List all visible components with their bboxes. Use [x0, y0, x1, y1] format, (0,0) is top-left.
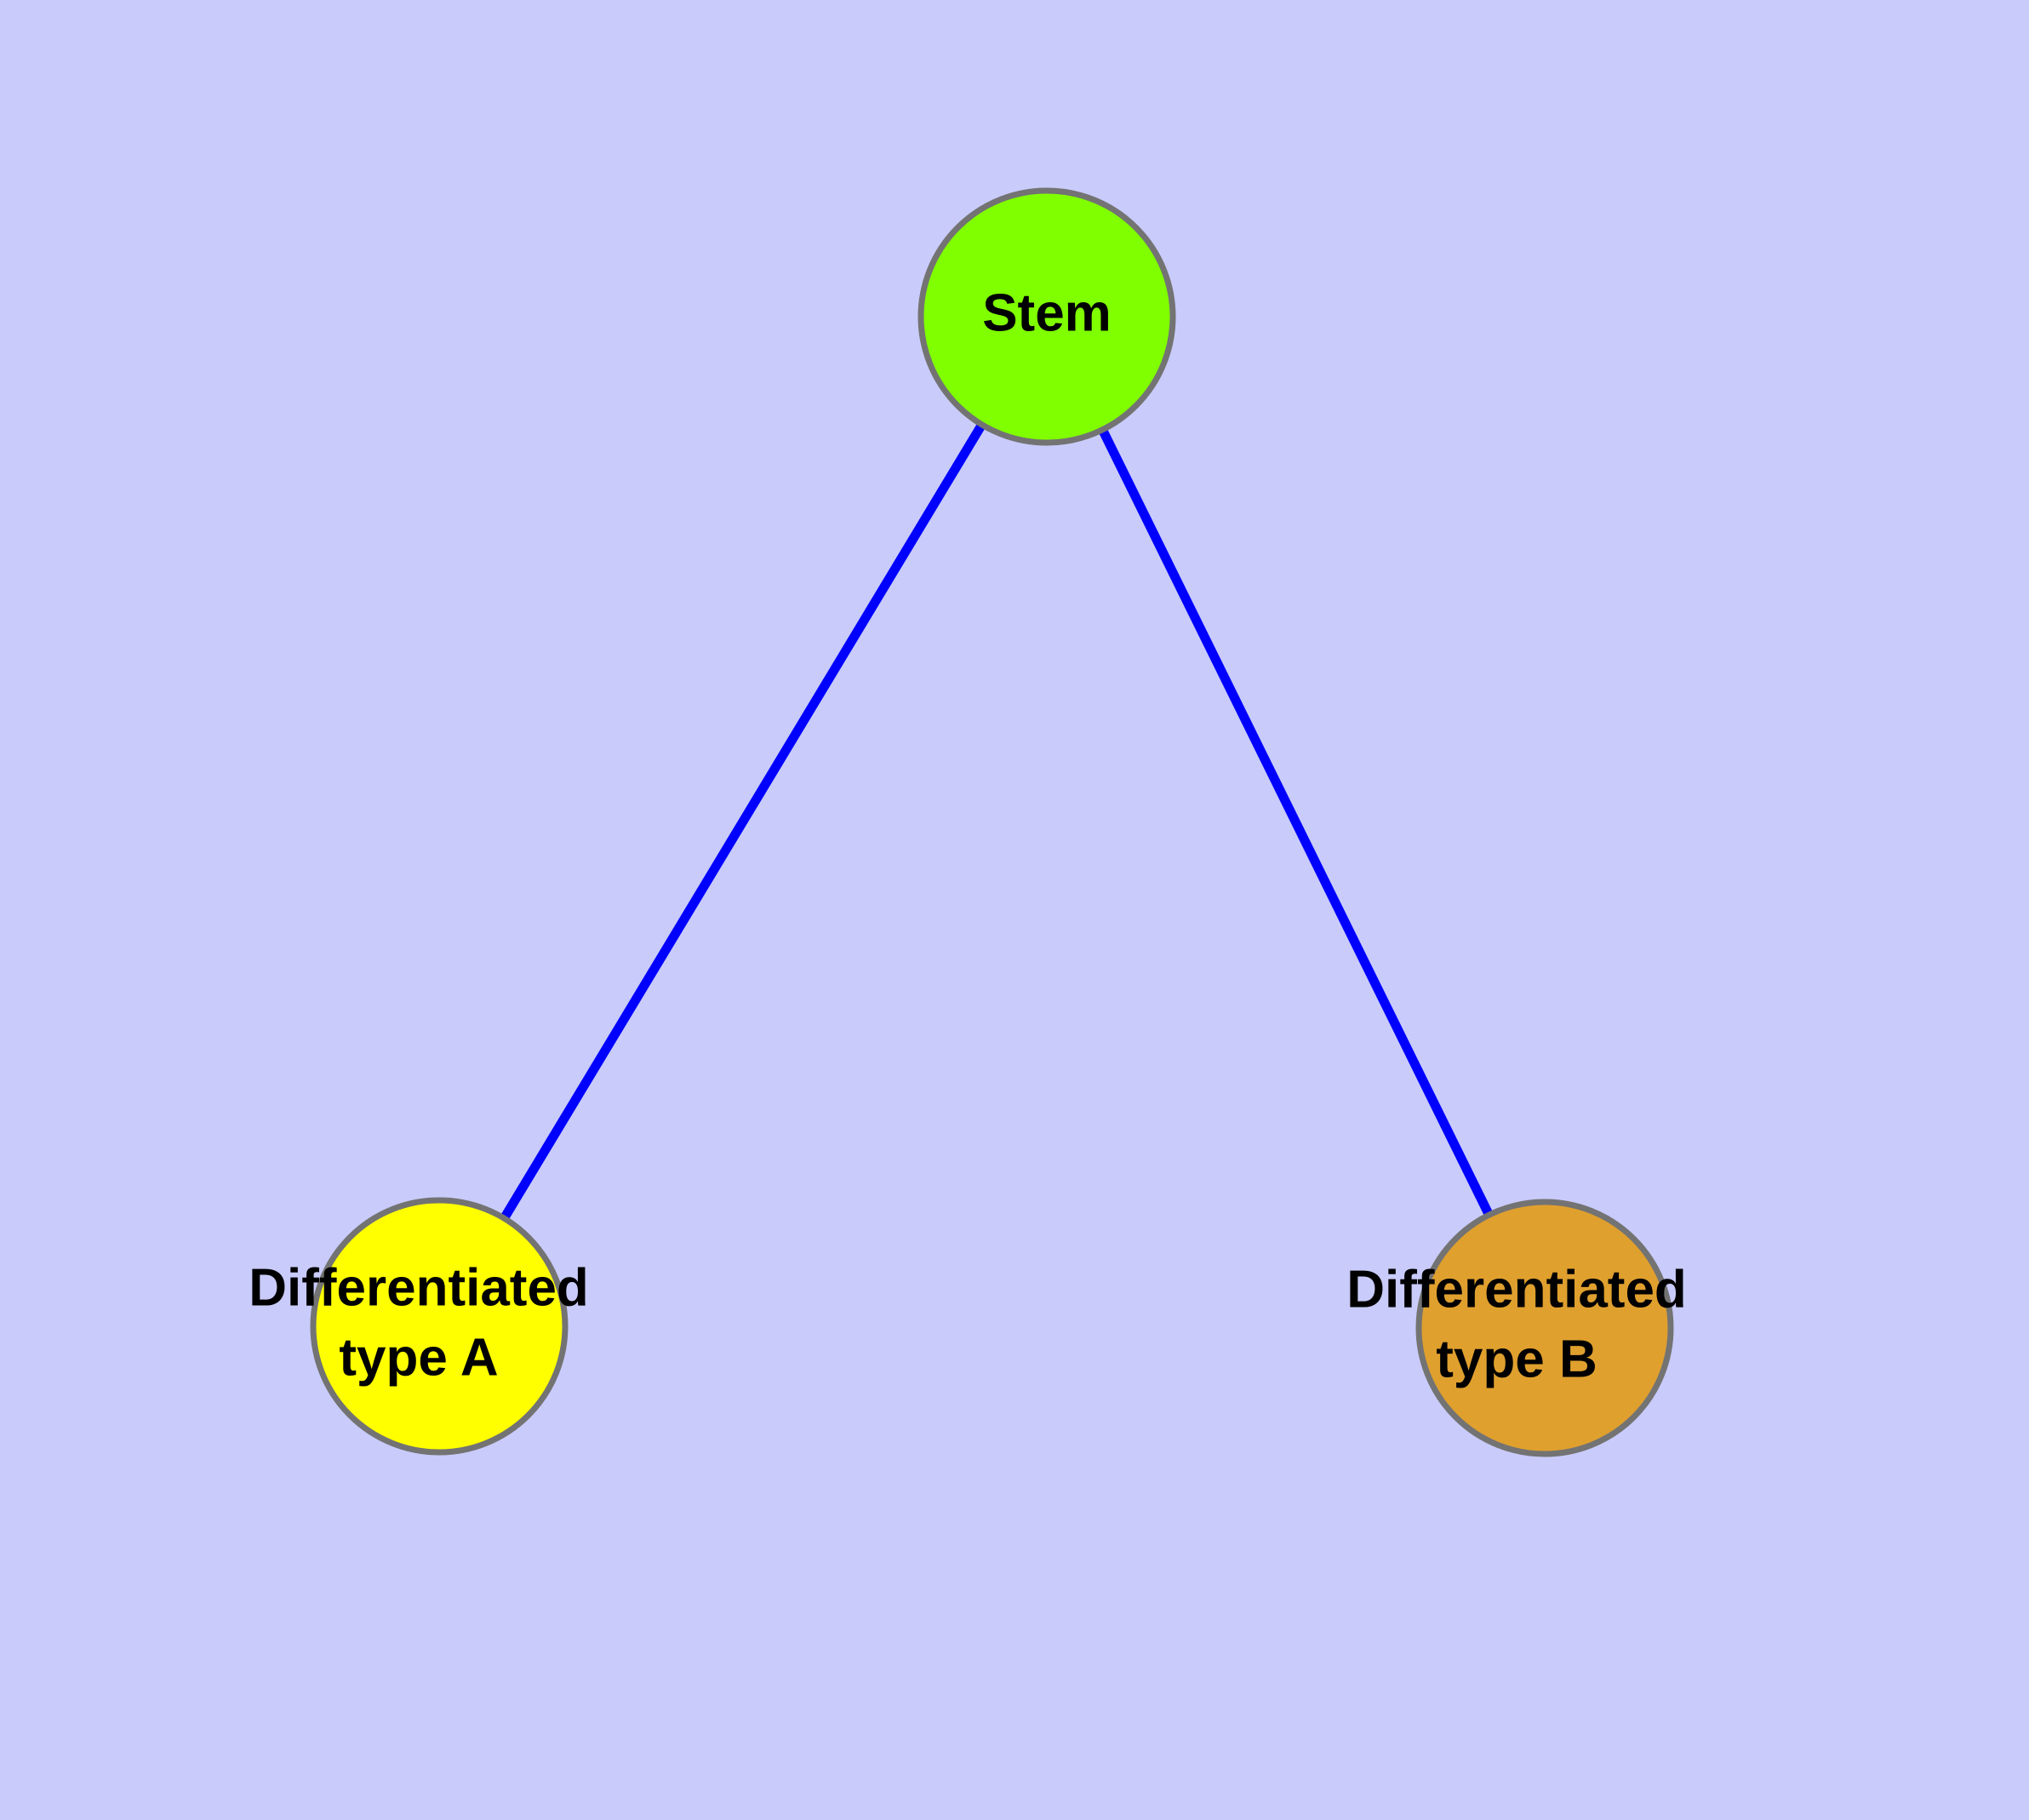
- edge-stem-to-differentiated-type-a[interactable]: [498, 419, 988, 1224]
- node-differentiated-type-b-label-line2: type B: [1436, 1330, 1597, 1388]
- node-stem-circle[interactable]: [917, 187, 1176, 446]
- node-differentiated-type-a[interactable]: [310, 1197, 569, 1456]
- node-differentiated-type-b-circle[interactable]: [1415, 1199, 1674, 1457]
- edge-stem-to-differentiated-type-b[interactable]: [1096, 424, 1495, 1221]
- node-differentiated-type-a-label-line1: Differentiated: [249, 1258, 589, 1317]
- node-differentiated-type-a-label: Differentiated type A: [249, 1258, 589, 1387]
- node-layer: [310, 187, 1674, 1457]
- node-differentiated-type-b[interactable]: [1415, 1199, 1674, 1457]
- node-differentiated-type-a-label-line2: type A: [339, 1328, 498, 1387]
- node-differentiated-type-b-label: Differentiated type B: [1346, 1260, 1687, 1388]
- node-stem-label: Stem: [982, 283, 1112, 342]
- edge-layer: [498, 419, 1495, 1224]
- node-differentiated-type-b-label-line1: Differentiated: [1346, 1260, 1687, 1319]
- node-stem[interactable]: [917, 187, 1176, 446]
- label-layer: Stem Differentiated type A Differentiate…: [249, 283, 1687, 1388]
- node-differentiated-type-a-circle[interactable]: [310, 1197, 569, 1456]
